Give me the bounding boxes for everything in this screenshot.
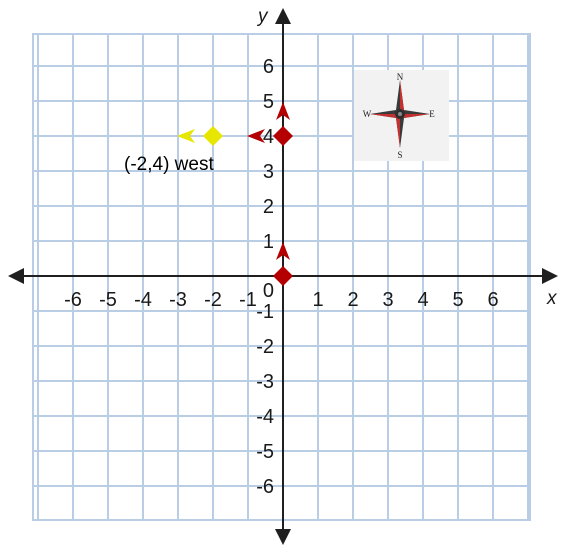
y-tick-label: -4 xyxy=(256,406,274,428)
x-tick-label: -2 xyxy=(204,289,222,311)
robot-at-0-4-west-arrow-arrow-icon xyxy=(247,129,265,143)
origin-label: 0 xyxy=(263,280,274,302)
y-tick-label: -3 xyxy=(256,371,274,393)
x-tick-label: 6 xyxy=(487,289,498,311)
compass-rose-icon: N S E W xyxy=(354,70,449,161)
y-tick-label: 4 xyxy=(263,126,274,148)
y-tick-label: 1 xyxy=(263,231,274,253)
x-tick-label: -6 xyxy=(64,289,82,311)
compass-east-label: E xyxy=(429,109,435,119)
x-tick-label: 2 xyxy=(347,289,358,311)
robot-at-0-4-arrow-icon xyxy=(276,102,290,120)
y-tick-label: -6 xyxy=(256,476,274,498)
y-tick-label: 3 xyxy=(263,161,274,183)
y-axis-label: y xyxy=(256,6,269,27)
x-tick-label: 4 xyxy=(417,289,428,311)
point-annotation: (-2,4) west xyxy=(124,154,214,175)
x-axis-left-arrow xyxy=(8,268,24,284)
x-tick-label: -5 xyxy=(99,289,117,311)
y-tick-label: -2 xyxy=(256,336,274,358)
y-tick-label: 2 xyxy=(263,196,274,218)
compass-south-label: S xyxy=(397,150,402,160)
x-axis-right-arrow xyxy=(542,268,558,284)
compass-north-label: N xyxy=(397,72,404,82)
x-tick-label: -1 xyxy=(239,289,257,311)
compass-star xyxy=(370,80,430,148)
y-axis-bottom-arrow xyxy=(275,529,291,545)
ghost-at-neg2-4-arrow-icon xyxy=(177,129,195,143)
y-axis-top-arrow xyxy=(275,8,291,24)
x-tick-label: -4 xyxy=(134,289,152,311)
y-tick-label: 6 xyxy=(263,56,274,78)
x-tick-label: 5 xyxy=(452,289,463,311)
robot-at-origin-arrow-icon xyxy=(276,242,290,260)
markers xyxy=(177,102,293,286)
x-tick-label: -3 xyxy=(169,289,187,311)
y-tick-label: -1 xyxy=(256,301,274,323)
robot-at-0-4-diamond-icon xyxy=(273,126,293,146)
ghost-at-neg2-4-diamond-icon xyxy=(203,126,223,146)
tick-labels: -6 -5 -4 -3 -2 -1 1 2 3 4 5 6 6 5 4 3 2 1 -1 -2 -3 -4 -5 -6 xyxy=(64,56,498,498)
x-axis-label: x xyxy=(546,288,558,309)
x-tick-label: 1 xyxy=(312,289,323,311)
x-tick-label: 3 xyxy=(382,289,393,311)
compass-west-label: W xyxy=(363,109,372,119)
y-tick-label: -5 xyxy=(256,441,274,463)
y-tick-label: 5 xyxy=(263,91,274,113)
robot-at-origin-diamond-icon xyxy=(273,266,293,286)
